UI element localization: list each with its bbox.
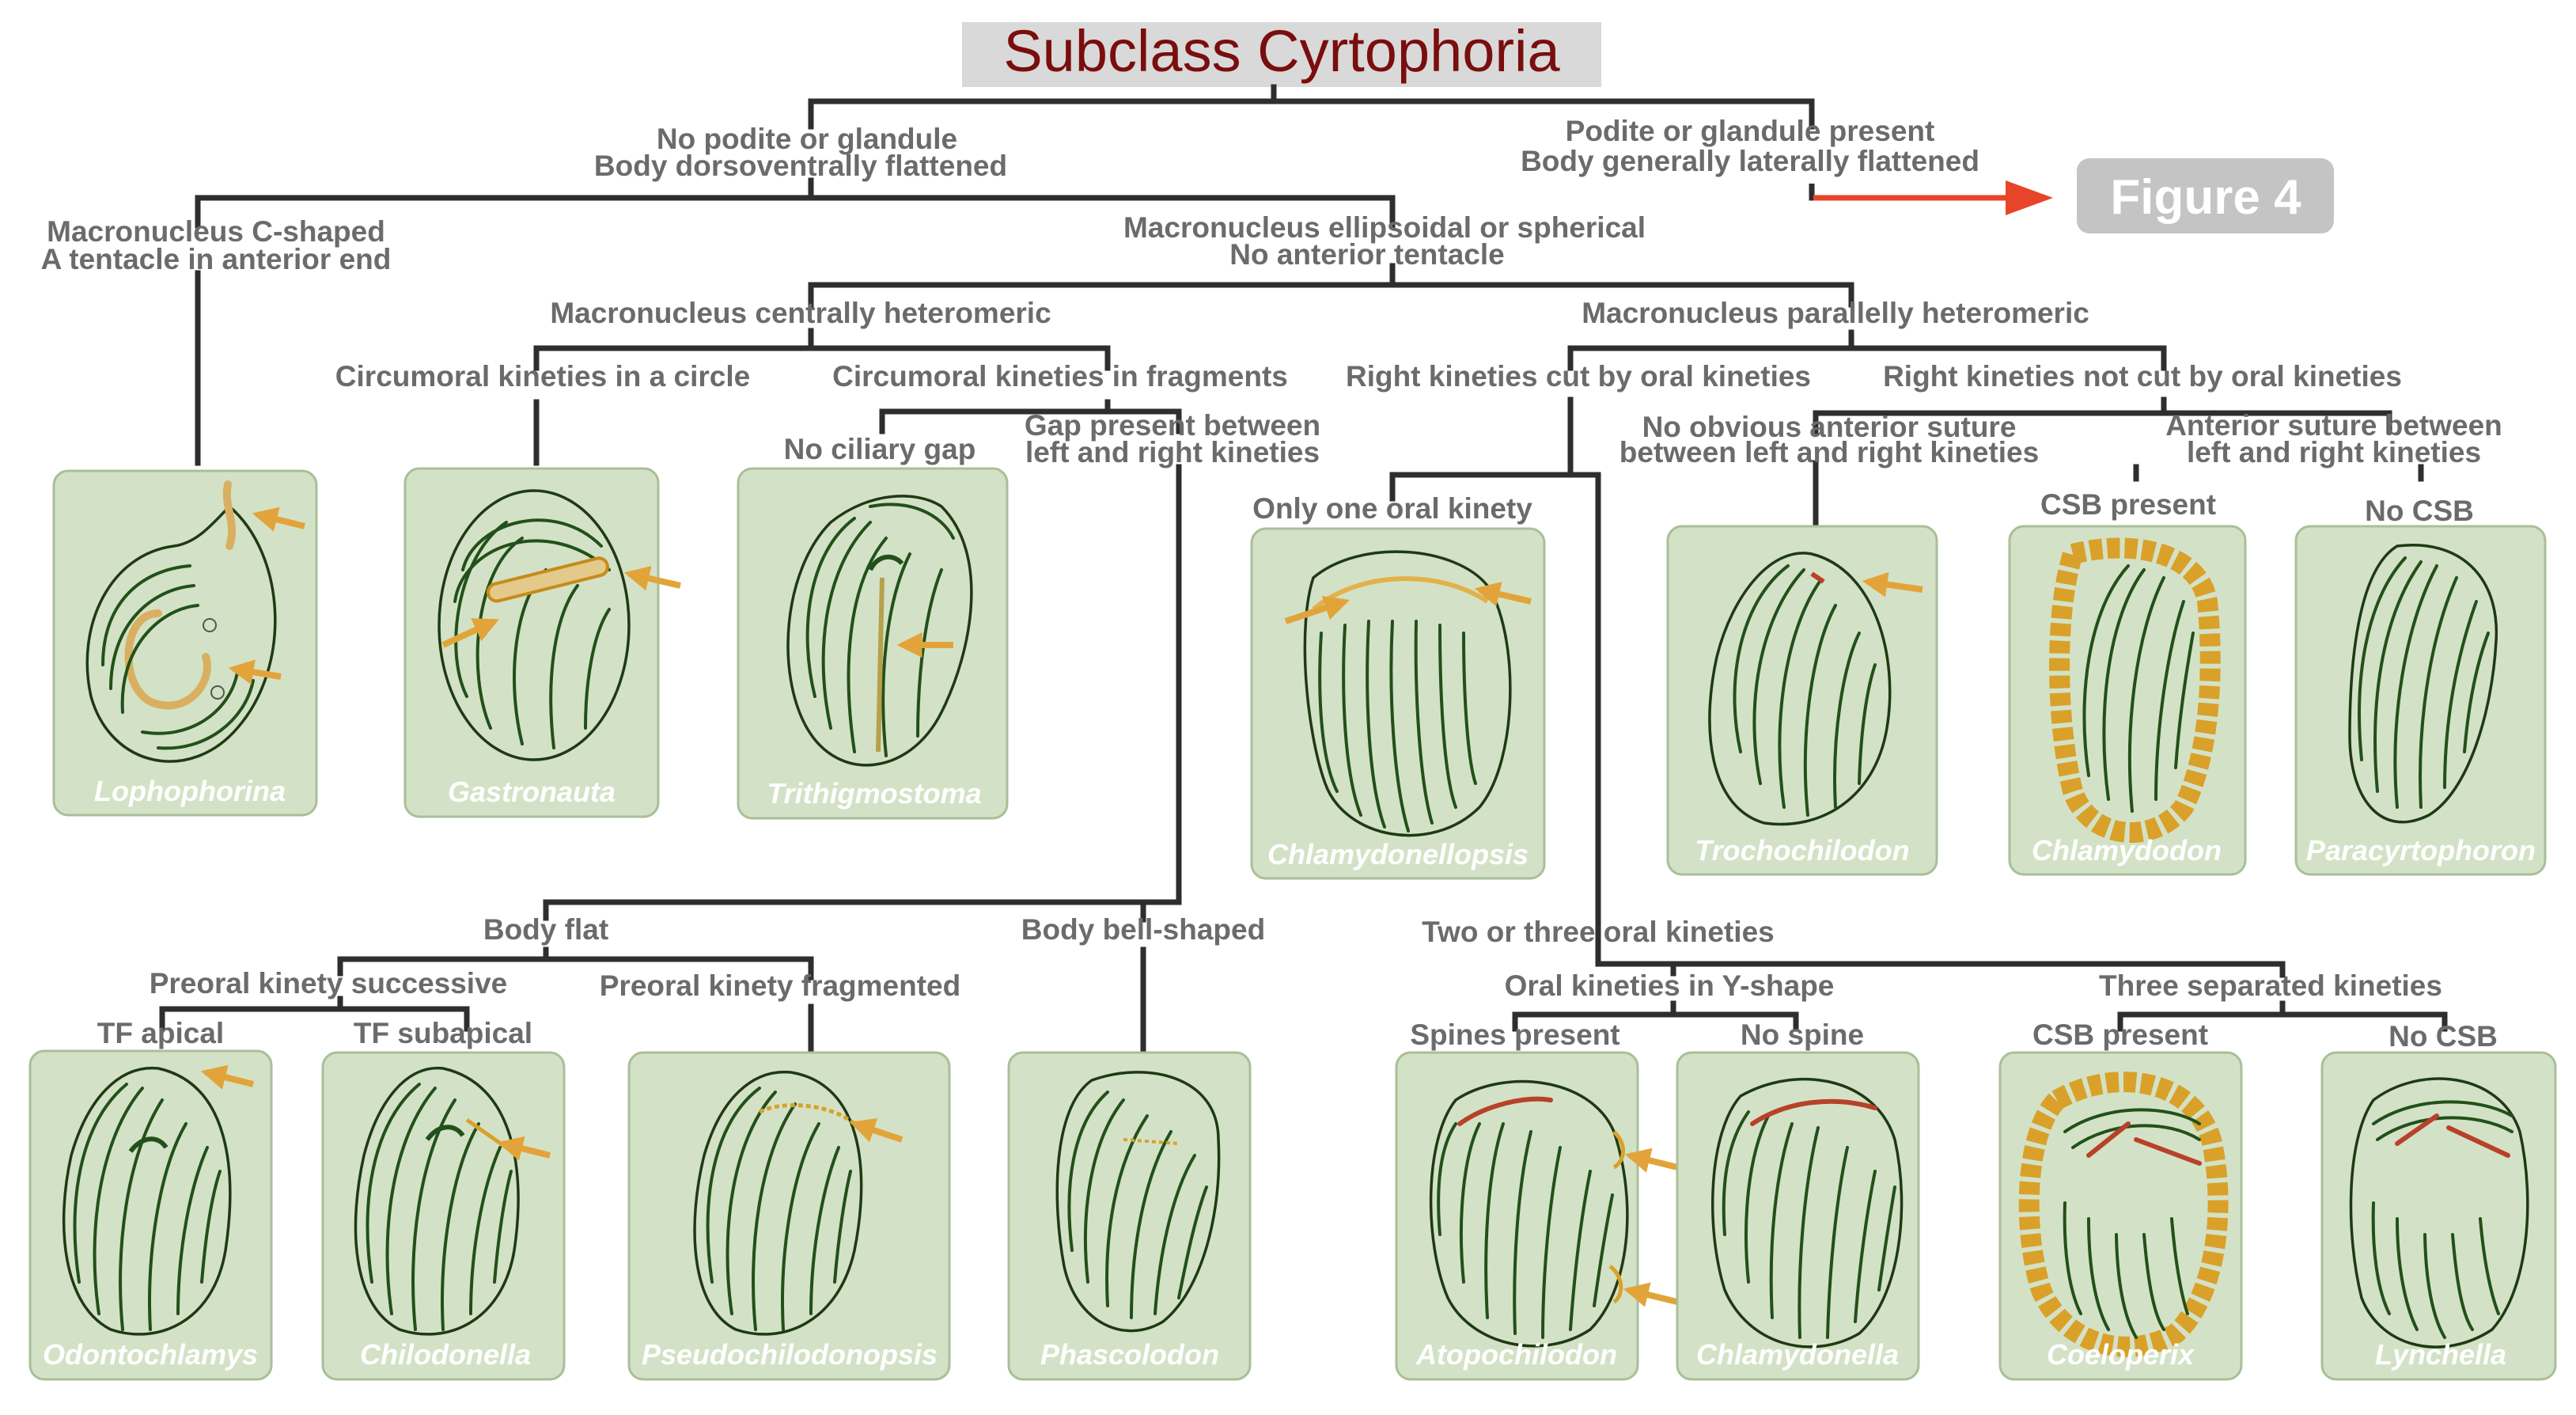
- label-circle: Circumoral kineties in a circle: [335, 360, 750, 393]
- cell-illustration: [2348, 544, 2498, 824]
- cell-illustration: [1055, 1071, 1221, 1333]
- label-suture-1: Anterior suture between: [2165, 409, 2502, 442]
- label-podite-1: Podite or glandule present: [1566, 115, 1935, 147]
- label-podite-2: Body generally laterally flattened: [1521, 145, 1979, 177]
- label-no-podite-2: Body dorsoventrally flattened: [594, 150, 1007, 182]
- label-tf-sub: TF subapical: [354, 1017, 532, 1049]
- tree-edges: [159, 84, 2448, 1052]
- label-right-notcut: Right kineties not cut by oral kineties: [1883, 360, 2402, 393]
- label-csb-1: CSB present: [2040, 488, 2216, 521]
- taxon-name: Trochochilodon: [1695, 834, 1909, 867]
- label-gap-1: Gap present between: [1025, 409, 1320, 442]
- cell-illustration: [693, 1070, 903, 1336]
- label-fragments: Circumoral kineties in fragments: [832, 360, 1288, 393]
- taxon-name: Pseudochilodonopsis: [642, 1338, 938, 1371]
- cell-illustration: [2018, 1072, 2229, 1357]
- node-labels: No podite or glandule Body dorsoventrall…: [41, 115, 2502, 1053]
- taxon-name: Coeloperix: [2047, 1338, 2195, 1371]
- taxon-name: Chilodonella: [360, 1338, 531, 1371]
- card-trithigmostoma[interactable]: Trithigmostoma: [737, 467, 1009, 820]
- taxon-name: Chlamydonellopsis: [1267, 838, 1529, 871]
- label-no-podite-1: No podite or glandule: [657, 123, 957, 155]
- label-nocsb-2: No CSB: [2388, 1020, 2498, 1053]
- taxon-name: Paracyrtophoron: [2306, 834, 2536, 867]
- card-paracyrtophoron[interactable]: Paracyrtophoron: [2294, 525, 2547, 876]
- cell-illustration: [1708, 552, 1923, 826]
- label-suture-2: left and right kineties: [2187, 436, 2481, 469]
- label-nocsb-1: No CSB: [2365, 495, 2474, 527]
- label-csb-2: CSB present: [2032, 1019, 2208, 1051]
- taxon-name: Chlamydonella: [1696, 1338, 1899, 1371]
- label-central: Macronucleus centrally heteromeric: [550, 297, 1051, 329]
- cell-illustration: [786, 495, 973, 767]
- cell-illustration: [62, 1064, 254, 1336]
- label-mac-ell-1: Macronucleus ellipsoidal or spherical: [1123, 211, 1646, 244]
- label-one-oral: Only one oral kinety: [1252, 492, 1532, 525]
- card-odontochlamys[interactable]: Odontochlamys: [28, 1049, 273, 1381]
- cell-illustration: [85, 480, 305, 763]
- label-no-gap: No ciliary gap: [784, 433, 976, 465]
- cell-illustration: [1710, 1077, 1904, 1349]
- label-mac-c-2: A tentacle in anterior end: [41, 243, 392, 275]
- card-phascolodon[interactable]: Phascolodon: [1007, 1051, 1252, 1381]
- label-gap-2: left and right kineties: [1025, 436, 1320, 469]
- label-tf-apical: TF apical: [97, 1017, 224, 1049]
- cell-illustration: [1429, 1079, 1678, 1348]
- card-atopochilodon[interactable]: Atopochilodon: [1395, 1051, 1678, 1381]
- card-chlamydonella[interactable]: Chlamydonella: [1676, 1051, 1920, 1381]
- label-no-suture-1: No obvious anterior suture: [1642, 411, 2017, 443]
- cell-illustration: [2049, 537, 2221, 843]
- label-three-sep: Three separated kineties: [2099, 969, 2442, 1002]
- cell-illustration: [354, 1066, 551, 1336]
- card-chilodonella[interactable]: Chilodonella: [321, 1051, 566, 1381]
- taxon-name: Chlamydodon: [2032, 834, 2222, 867]
- card-trochochilodon[interactable]: Trochochilodon: [1666, 525, 1938, 876]
- card-coeloperix[interactable]: Coeloperix: [1998, 1051, 2243, 1381]
- taxon-name: Atopochilodon: [1415, 1338, 1617, 1371]
- label-body-bell: Body bell-shaped: [1021, 913, 1265, 946]
- taxon-name: Phascolodon: [1040, 1338, 1219, 1371]
- figure-arrow-icon: [2006, 180, 2053, 215]
- label-preoral-succ: Preoral kinety successive: [150, 967, 508, 1000]
- label-body-flat: Body flat: [483, 913, 608, 946]
- taxon-name: Gastronauta: [448, 776, 616, 808]
- label-y-shape: Oral kineties in Y-shape: [1505, 969, 1835, 1002]
- label-mac-c-1: Macronucleus C-shaped: [47, 215, 385, 248]
- card-lynchella[interactable]: Lynchella: [2320, 1051, 2557, 1381]
- cell-illustration: [1284, 550, 1532, 837]
- label-parallel: Macronucleus parallelly heteromeric: [1582, 297, 2089, 329]
- taxon-name: Lynchella: [2375, 1338, 2506, 1371]
- cell-illustration: [2349, 1077, 2529, 1349]
- cell-illustration: [438, 489, 681, 761]
- card-chlamydodon[interactable]: Chlamydodon: [2008, 525, 2247, 876]
- label-preoral-frag: Preoral kinety fragmented: [600, 969, 960, 1002]
- label-two-three: Two or three oral kineties: [1422, 916, 1774, 948]
- card-gastronauta[interactable]: Gastronauta: [403, 467, 681, 818]
- label-right-cut: Right kineties cut by oral kineties: [1346, 360, 1811, 393]
- taxon-name: Odontochlamys: [43, 1338, 258, 1371]
- label-mac-ell-2: No anterior tentacle: [1229, 238, 1504, 271]
- taxon-name: Lophophorina: [94, 775, 286, 807]
- figure-4-label: Figure 4: [2110, 170, 2301, 225]
- figure-4-button[interactable]: [2077, 158, 2334, 233]
- title: Subclass Cyrtophoria: [1003, 18, 1560, 84]
- card-pseudochilodonopsis[interactable]: Pseudochilodonopsis: [627, 1051, 951, 1381]
- card-lophophorina[interactable]: Lophophorina: [52, 469, 318, 817]
- card-chlamydonellopsis[interactable]: Chlamydonellopsis: [1250, 527, 1546, 880]
- label-no-suture-2: between left and right kineties: [1619, 436, 2039, 469]
- taxon-name: Trithigmostoma: [767, 777, 981, 810]
- label-spines: Spines present: [1410, 1019, 1619, 1051]
- label-no-spine: No spine: [1741, 1019, 1864, 1051]
- title-box: [962, 22, 1601, 87]
